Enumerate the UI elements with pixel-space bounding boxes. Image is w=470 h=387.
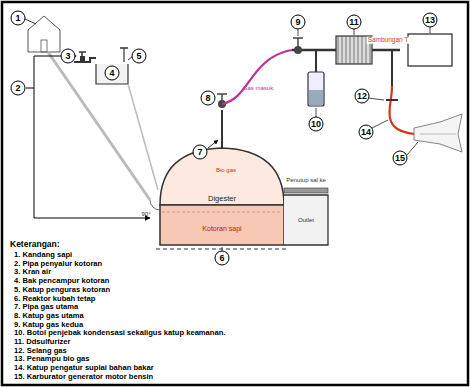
digester-tank [160,205,284,245]
legend-item: 4. Bak pencampur kotoran [14,277,109,285]
callout-number: 6 [219,254,224,263]
callout-number: 3 [65,52,70,61]
legend-item: 9. Katup gas kedua [14,321,83,329]
fuel-hose [389,86,414,134]
callout-circles [11,11,437,265]
part-label: Outlet [298,217,314,223]
legend-item: 2. Pipa penyalur kotoran [14,260,102,268]
legend-item: 11. Ddsulfurizer [14,338,71,346]
part-label: Sambungan T [367,37,410,44]
part-label: Bio gas [216,167,236,173]
legend-item: 12. Selang gas [14,347,67,355]
cow-shed [28,16,60,52]
condensate-bottle [308,72,324,106]
part-label: Kotoran sapi [202,225,241,232]
gas-hose [222,50,292,104]
callout-number: 4 [109,69,114,78]
callout-number: 12 [357,92,367,101]
legend-item: 7. Pipa gas utama [14,303,78,311]
legend-item: 8. Katup gas utama [14,312,84,320]
part-label: Penutup sal ke [286,177,326,183]
main-gas-pipe [221,110,223,148]
callout-number: 2 [15,84,20,93]
callout-number: 9 [295,18,300,27]
manure-pipe [48,52,150,200]
callout-number: 13 [425,16,435,25]
legend-item: 5. Katup penguras kotoran [14,286,110,294]
callout-number: 11 [349,18,359,27]
part-label: 90° [141,211,150,217]
legend-item: 10. Botol penjebak kondensasi sekaligus … [14,329,225,337]
callout-number: 7 [197,148,202,157]
legend-item: 1. Kandang sapi [14,251,72,259]
mixing-tank [96,64,128,84]
legend-item: 13. Penampu bio gas [14,355,90,363]
carburetor [414,114,462,152]
digester-dome [160,148,284,205]
legend-item: 14. Katup pengatur suplai bahan bakar [14,364,154,372]
callout-number: 15 [395,154,405,163]
callout-number: 5 [136,52,141,61]
legend-item: 6. Reaktor kubah tetap [14,295,95,303]
biogas-storage [408,34,452,66]
callout-number: 10 [311,120,321,129]
part-label: Gas masuk [243,85,273,91]
outlet-tank [284,195,328,245]
legend-item: 15. Karburator generator motor bensin [14,373,153,381]
part-label: Digester [208,195,236,203]
callout-number: 14 [361,128,371,137]
legend-heading: Keterangan: [10,240,60,249]
callout-number: 1 [15,14,20,23]
callout-number: 8 [205,94,210,103]
legend-item: 3. Kran air [14,268,51,276]
